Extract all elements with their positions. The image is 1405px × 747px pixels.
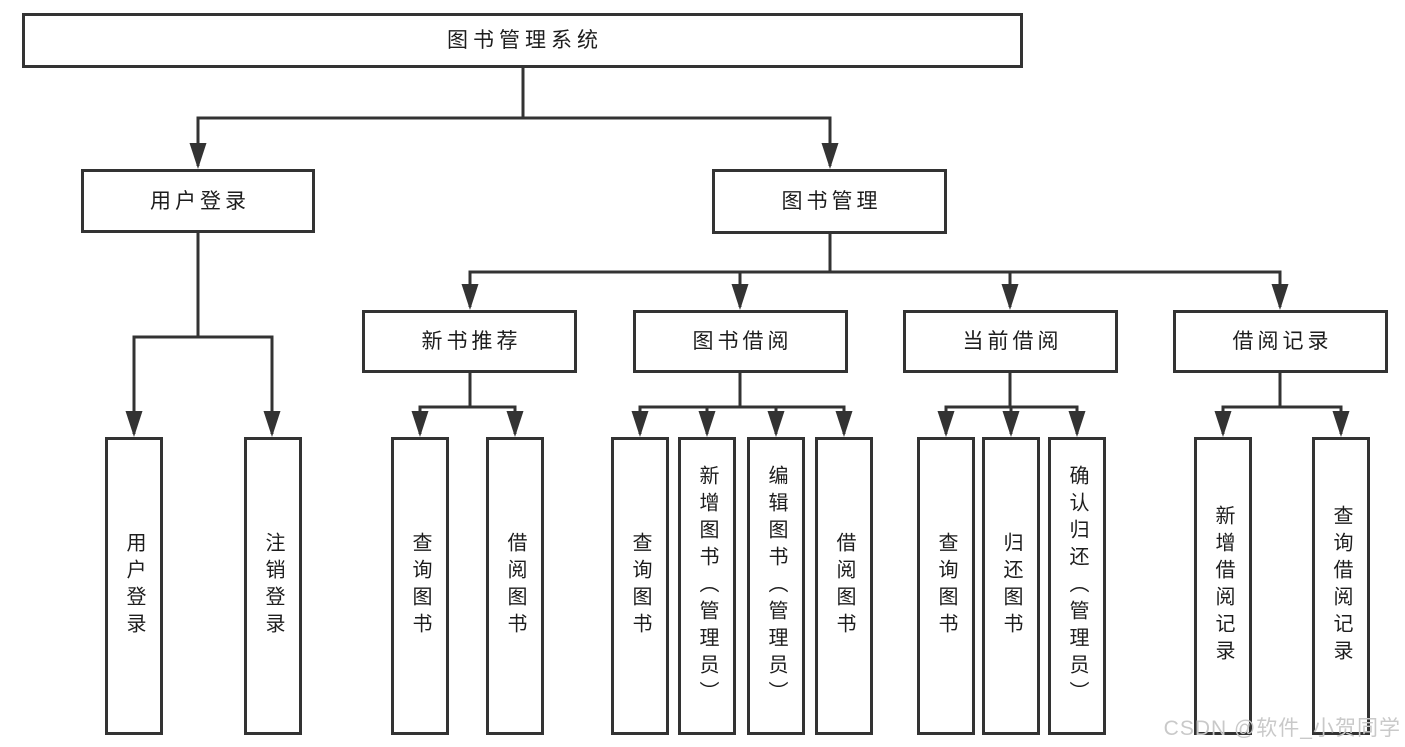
node-root: 图书管理系统	[22, 13, 1023, 68]
node-borrow-records: 借阅记录	[1173, 310, 1388, 373]
node-logout-leaf-label: 注销登录	[262, 532, 284, 640]
node-confirm-return-admin-label: 确认归还（管理员）	[1066, 464, 1088, 708]
node-borrow-books-recommend: 借阅图书	[486, 437, 544, 735]
node-user-login-branch-label: 用户登录	[150, 189, 250, 213]
node-edit-book-admin-label: 编辑图书（管理员）	[765, 464, 787, 708]
node-query-borrow-record-label: 查询借阅记录	[1330, 505, 1352, 667]
node-confirm-return-admin: 确认归还（管理员）	[1048, 437, 1106, 735]
node-new-book-recommend-label: 新书推荐	[421, 330, 522, 353]
node-query-borrow-record: 查询借阅记录	[1312, 437, 1370, 735]
node-borrow-books-recommend-label: 借阅图书	[504, 532, 526, 640]
node-edit-book-admin: 编辑图书（管理员）	[747, 437, 805, 735]
node-query-books-recommend: 查询图书	[391, 437, 449, 735]
node-return-book: 归还图书	[982, 437, 1040, 735]
node-add-borrow-record: 新增借阅记录	[1194, 437, 1252, 735]
node-add-book-admin: 新增图书（管理员）	[678, 437, 736, 735]
node-query-books-borrow: 查询图书	[611, 437, 669, 735]
watermark: CSDN @软件_小贺同学	[1163, 717, 1401, 740]
node-borrow-books-leaf-label: 借阅图书	[833, 532, 855, 640]
node-borrow-records-label: 借阅记录	[1232, 330, 1333, 353]
node-root-label: 图书管理系统	[447, 29, 603, 52]
node-add-book-admin-label: 新增图书（管理员）	[696, 464, 718, 708]
node-query-books-borrow-label: 查询图书	[629, 532, 651, 640]
node-new-book-recommend: 新书推荐	[362, 310, 577, 373]
node-return-book-label: 归还图书	[1000, 532, 1022, 640]
node-user-login-leaf: 用户登录	[105, 437, 163, 735]
node-user-login-leaf-label: 用户登录	[123, 532, 145, 640]
node-borrow-books-leaf: 借阅图书	[815, 437, 873, 735]
node-user-login-branch: 用户登录	[81, 169, 315, 233]
node-book-mgmt-branch-label: 图书管理	[781, 190, 882, 213]
node-book-mgmt-branch: 图书管理	[712, 169, 947, 234]
node-current-borrow-label: 当前借阅	[962, 330, 1063, 353]
node-query-books-recommend-label: 查询图书	[409, 532, 431, 640]
node-query-books-current: 查询图书	[917, 437, 975, 735]
node-logout-leaf: 注销登录	[244, 437, 302, 735]
node-book-borrow: 图书借阅	[633, 310, 848, 373]
node-add-borrow-record-label: 新增借阅记录	[1212, 505, 1234, 667]
node-query-books-current-label: 查询图书	[935, 532, 957, 640]
node-current-borrow: 当前借阅	[903, 310, 1118, 373]
node-book-borrow-label: 图书借阅	[692, 330, 793, 353]
